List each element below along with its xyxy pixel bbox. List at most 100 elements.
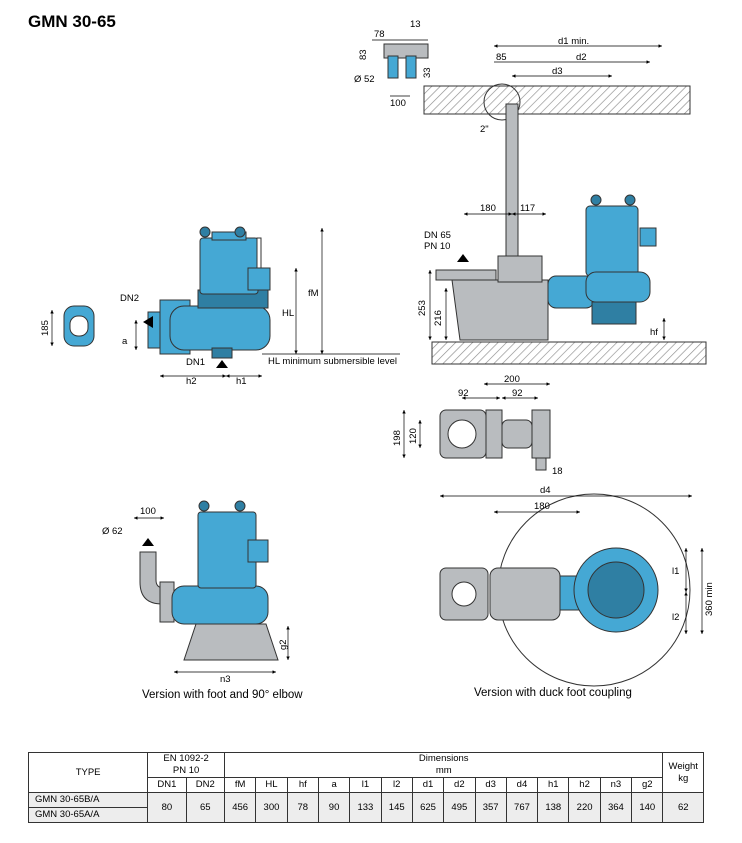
pump-duck-foot-view (439, 493, 691, 687)
label-100: 100 (390, 98, 406, 109)
foot-top-view (439, 409, 551, 471)
label-2inch: 2" (480, 124, 489, 135)
dimensions-table: TYPE EN 1092-2 PN 10 Dimensions mm Weigh… (27, 752, 704, 823)
value-cell: 456 (223, 792, 257, 823)
col-header: g2 (631, 777, 664, 793)
installation-view (423, 83, 707, 365)
table-header-row: TYPE EN 1092-2 PN 10 Dimensions mm Weigh… (27, 752, 704, 793)
guide-bracket-detail (372, 39, 429, 97)
label-dn65: DN 65 (424, 230, 451, 241)
label-85: 85 (496, 52, 507, 63)
label-l1: l1 (672, 566, 679, 577)
value-cell: 65 (185, 792, 226, 823)
installation-dimensions (428, 44, 666, 340)
value-cell: 145 (380, 792, 413, 823)
weight-unit: kg (678, 772, 689, 784)
label-dn1: DN1 (186, 357, 205, 368)
value-cell: 364 (599, 792, 633, 823)
pump-side-view (63, 226, 271, 368)
value-cell: 625 (411, 792, 445, 823)
value-cell: 140 (631, 792, 664, 823)
value-cell: 80 (147, 792, 187, 823)
dimensions-label: Dimensions (418, 753, 469, 764)
label-253: 253 (417, 300, 428, 316)
label-g2: g2 (278, 639, 289, 650)
weight-label: Weight (668, 760, 698, 772)
col-header: d4 (505, 777, 539, 793)
value-cell: 767 (505, 792, 539, 823)
unit-label: mm (435, 765, 452, 776)
label-l2: l2 (672, 612, 679, 623)
value-cell: 78 (286, 792, 319, 823)
col-header: DN2 (185, 777, 226, 793)
weight-header: Weight kg (662, 752, 704, 793)
col-header: d3 (474, 777, 507, 793)
type-header: TYPE (27, 752, 149, 793)
label-d3: d3 (552, 66, 563, 77)
value-cell: 495 (443, 792, 476, 823)
label-117: 117 (520, 203, 535, 214)
technical-drawings: DN2 a DN1 h2 h1 HL fM HL minimum submers… (40, 19, 715, 687)
label-180: 180 (480, 203, 496, 214)
col-header: a (317, 777, 351, 793)
label-92-right: 92 (512, 388, 523, 399)
label-100-elbow: 100 (140, 506, 156, 517)
table-row: GMN 30-65A/A (27, 807, 704, 823)
label-h2: h2 (186, 376, 197, 387)
label-78: 78 (374, 29, 385, 40)
label-pn10: PN 10 (424, 241, 450, 252)
label-a: a (122, 336, 128, 347)
dimensions-header: Dimensions mm (223, 752, 664, 778)
col-header: DN1 (147, 777, 187, 793)
caption-duck-foot: Version with duck foot coupling (474, 687, 632, 699)
col-header: h1 (537, 777, 570, 793)
col-header: l2 (380, 777, 413, 793)
label-198: 198 (392, 430, 403, 446)
page-title: GMN 30-65 (28, 12, 116, 31)
weight-cell: 62 (662, 792, 704, 823)
value-cell: 357 (474, 792, 507, 823)
label-hf: hf (650, 327, 658, 338)
label-216: 216 (433, 310, 444, 326)
flange-header: EN 1092-2 PN 10 (147, 752, 225, 778)
label-185: 185 (40, 320, 51, 336)
type-cell: GMN 30-65B/A (27, 792, 149, 808)
label-13: 13 (410, 19, 421, 30)
value-cell: 138 (537, 792, 570, 823)
label-hl-note: HL minimum submersible level (268, 356, 397, 367)
pump-foot-elbow-view (139, 500, 279, 661)
col-header: l1 (349, 777, 382, 793)
table-row: GMN 30-65B/A 80 65 456 300 78 90 133 145… (27, 792, 704, 823)
value-cell: 90 (317, 792, 351, 823)
col-header: d1 (411, 777, 445, 793)
label-d4: d4 (540, 485, 551, 496)
label-83: 83 (358, 49, 369, 60)
label-d2: d2 (576, 52, 587, 63)
label-33: 33 (422, 67, 433, 78)
label-92-left: 92 (458, 388, 469, 399)
label-fm: fM (308, 288, 319, 299)
label-dn2: DN2 (120, 293, 139, 304)
col-header: fM (223, 777, 257, 793)
col-header: h2 (568, 777, 601, 793)
label-200: 200 (504, 374, 520, 385)
type-cell: GMN 30-65A/A (27, 807, 149, 823)
label-n3: n3 (220, 674, 231, 685)
label-18: 18 (552, 466, 563, 477)
label-120: 120 (408, 428, 419, 444)
col-header: d2 (443, 777, 476, 793)
flange-std: EN 1092-2 (163, 753, 209, 764)
caption-foot-elbow: Version with foot and 90° elbow (142, 689, 303, 701)
label-d62: Ø 62 (102, 526, 123, 537)
col-header: n3 (599, 777, 633, 793)
col-header: HL (255, 777, 288, 793)
flange-pn: PN 10 (172, 765, 200, 776)
value-cell: 300 (255, 792, 288, 823)
value-cell: 220 (568, 792, 601, 823)
label-180-duck: 180 (534, 501, 550, 512)
label-h1: h1 (236, 376, 247, 387)
label-hl: HL (282, 308, 294, 319)
label-d1min: d1 min. (558, 36, 589, 47)
side-view-dimensions (50, 228, 400, 378)
label-360min: 360 min (704, 582, 715, 616)
